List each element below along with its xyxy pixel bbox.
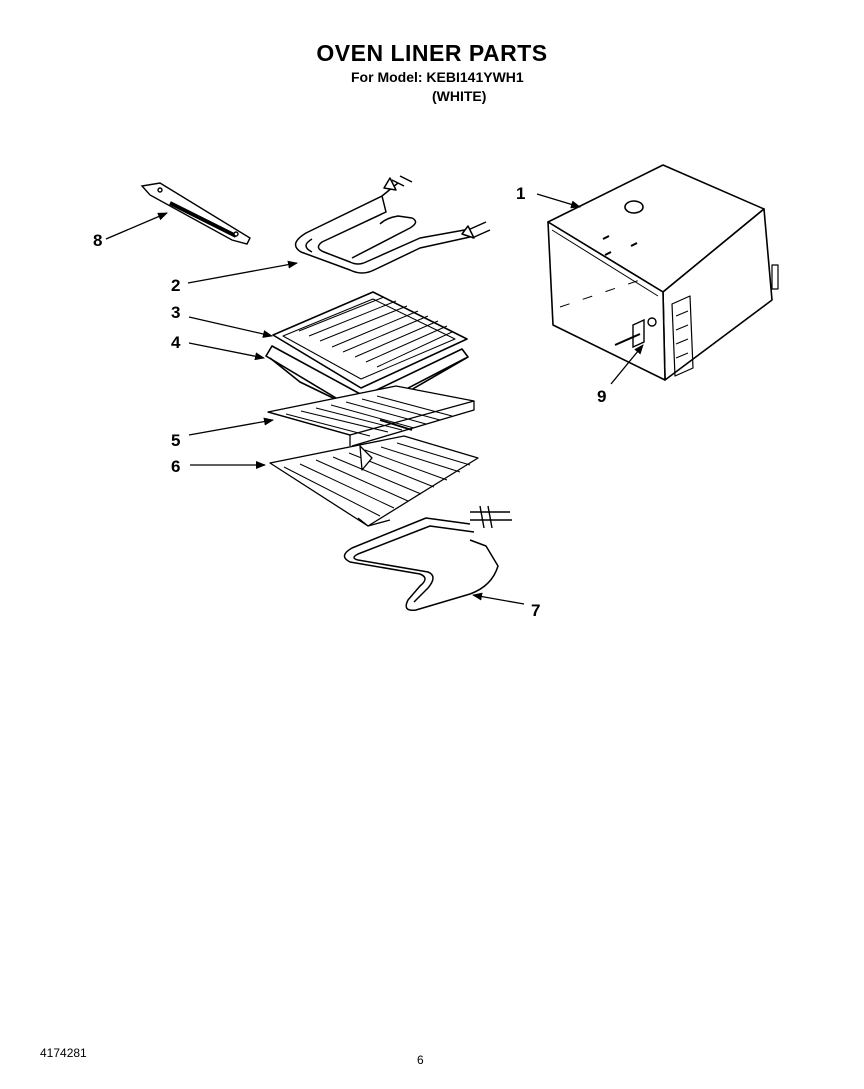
callout-4: 4 <box>171 333 181 352</box>
lower-bake-element <box>343 505 512 612</box>
oven-liner-box <box>547 164 779 381</box>
callout-3: 3 <box>171 303 180 322</box>
model-number: For Model: KEBI141YWH1 <box>351 69 524 85</box>
callout-6: 6 <box>171 457 180 476</box>
sensor-bracket <box>614 317 657 349</box>
callout-9: 9 <box>597 387 606 406</box>
vent-baffle <box>140 182 251 245</box>
callout-7: 7 <box>531 601 540 620</box>
callout-2: 2 <box>171 276 180 295</box>
upper-oven-rack <box>267 385 475 447</box>
page-number: 6 <box>417 1053 424 1067</box>
document-number: 4174281 <box>40 1046 87 1060</box>
upper-heating-element <box>294 175 491 274</box>
broiler-pan-grid <box>272 291 468 389</box>
callout-8: 8 <box>93 231 102 250</box>
callout-1: 1 <box>516 184 525 203</box>
callout-arrows <box>105 193 644 605</box>
callout-5: 5 <box>171 431 180 450</box>
model-color: (WHITE) <box>432 88 487 104</box>
page-title: OVEN LINER PARTS <box>316 40 548 66</box>
lower-oven-rack <box>269 435 479 527</box>
